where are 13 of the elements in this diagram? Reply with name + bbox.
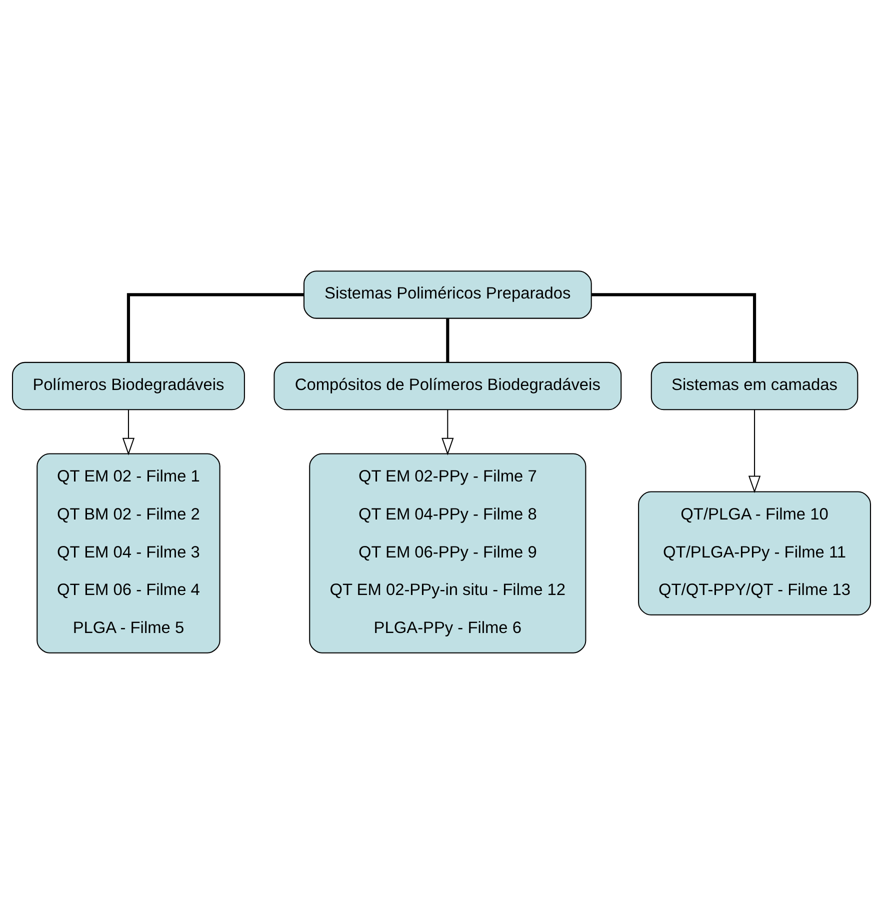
connector xyxy=(592,293,756,362)
arrow xyxy=(122,410,135,456)
connector xyxy=(446,318,450,362)
arrow xyxy=(748,410,761,494)
node-box: Sistemas Poliméricos Preparados xyxy=(303,270,592,319)
connector xyxy=(126,293,304,362)
node-box: Compósitos de Polímeros Biodegradáveis xyxy=(274,362,622,410)
node-box: QT EM 02 - Filme 1 QT BM 02 - Filme 2 QT EM 04 - Filme 3 QT EM 06 - Filme 4 PLGA - Filme 5 xyxy=(36,453,220,654)
node-box: QT EM 02-PPy - Filme 7 QT EM 04-PPy - Filme 8 QT EM 06-PPy - Filme 9 QT EM 02-PPy-in situ - Filme 12 PLGA-PPy - Filme 6 xyxy=(309,453,586,654)
node-box: Polímeros Biodegradáveis xyxy=(12,362,245,410)
node-box: QT/PLGA - Filme 10 QT/PLGA-PPy - Filme 11 QT/QT-PPY/QT - Filme 13 xyxy=(638,491,872,616)
node-box: Sistemas em camadas xyxy=(650,362,858,410)
arrow xyxy=(442,410,454,456)
